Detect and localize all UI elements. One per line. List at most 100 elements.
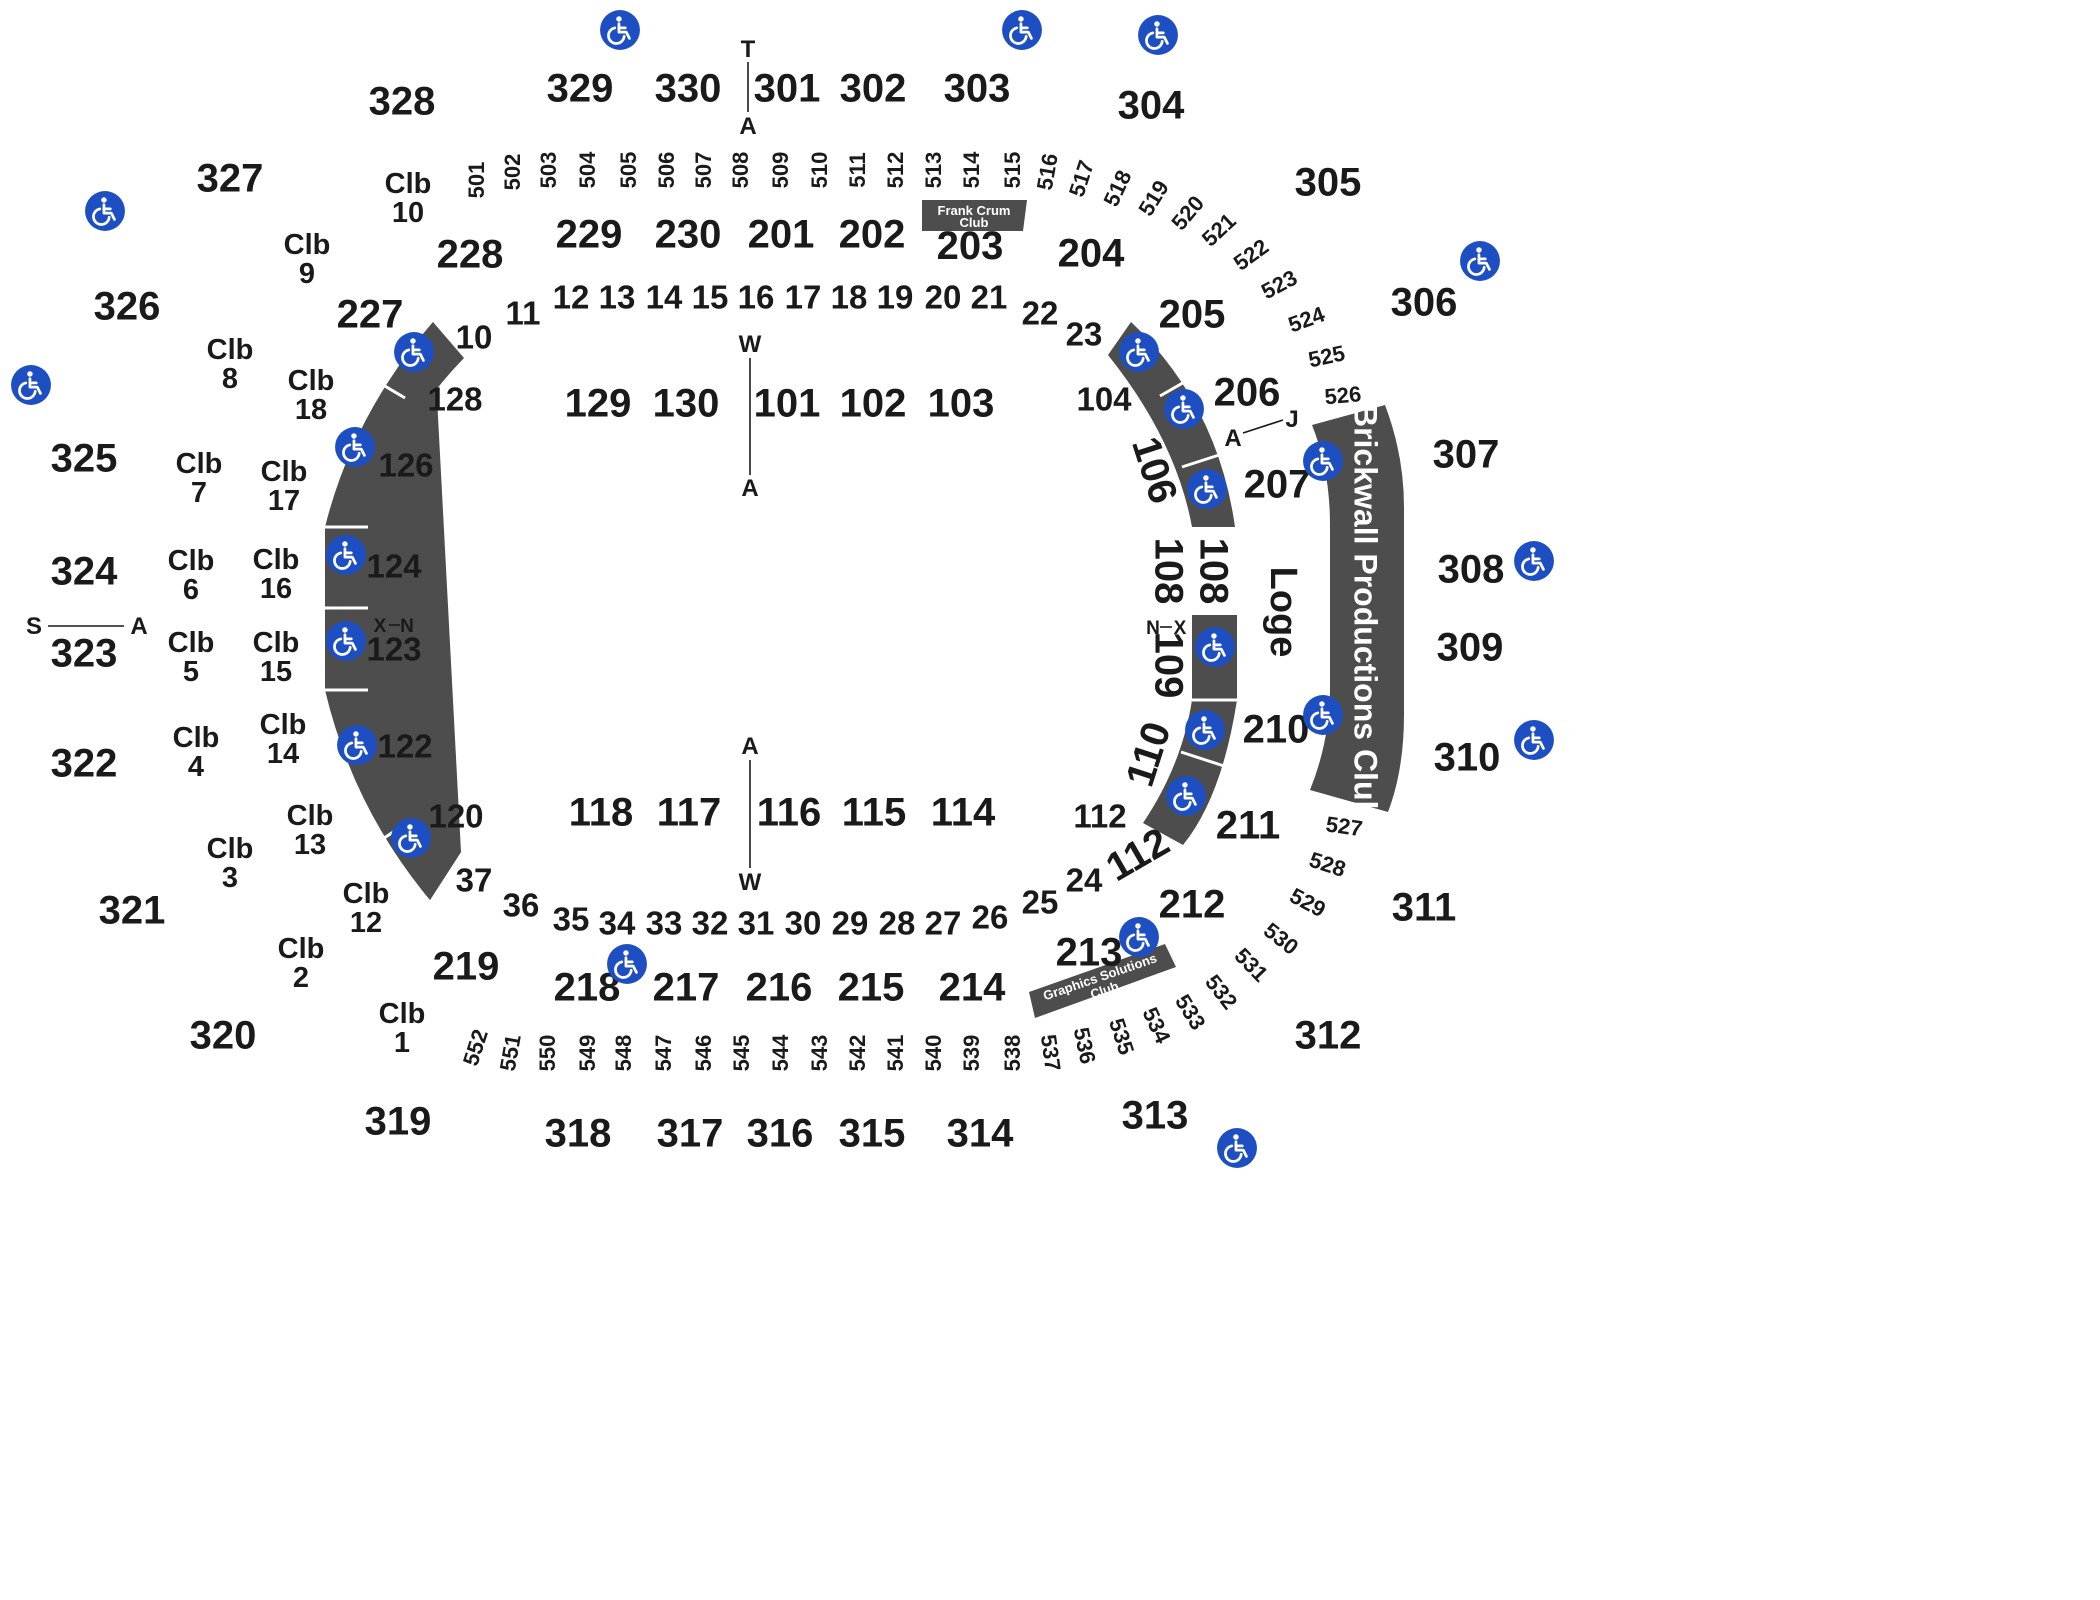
section-302[interactable]: 302 [840,67,907,111]
section-308[interactable]: 308 [1438,548,1505,592]
section-205[interactable]: 205 [1159,293,1226,337]
club-box-1-prefix[interactable]: Clb [379,998,426,1030]
section-306[interactable]: 306 [1391,281,1458,325]
section-103[interactable]: 103 [928,382,995,426]
section-115[interactable]: 115 [842,791,907,835]
row-11[interactable]: 11 [506,295,541,332]
section-307[interactable]: 307 [1433,433,1500,477]
section-501[interactable]: 501 [464,162,489,199]
club-box-16-number[interactable]: 16 [260,573,292,605]
section-540[interactable]: 540 [921,1035,946,1072]
section-549[interactable]: 549 [575,1035,600,1072]
section-118[interactable]: 118 [569,791,634,835]
section-552[interactable]: 552 [458,1026,493,1069]
section-508[interactable]: 508 [728,152,753,189]
section-310[interactable]: 310 [1434,736,1501,780]
club-box-5-number[interactable]: 5 [183,656,199,688]
club-box-9-number[interactable]: 9 [299,258,315,290]
club-box-10-prefix[interactable]: Clb [385,168,432,200]
row-35[interactable]: 35 [553,901,590,938]
club-box-6-number[interactable]: 6 [183,574,199,606]
section-109[interactable]: 109 [1146,632,1190,699]
club-box-16-prefix[interactable]: Clb [253,544,300,576]
row-25[interactable]: 25 [1022,884,1059,921]
club-box-3-prefix[interactable]: Clb [207,833,254,865]
section-303[interactable]: 303 [944,67,1011,111]
section-320[interactable]: 320 [190,1014,257,1058]
section-532[interactable]: 532 [1200,970,1242,1014]
section-542[interactable]: 542 [845,1035,870,1072]
row-28[interactable]: 28 [879,905,916,942]
club-box-3-number[interactable]: 3 [222,862,238,894]
row-13[interactable]: 13 [599,279,636,316]
section-515[interactable]: 515 [1000,152,1025,189]
section-504[interactable]: 504 [575,151,600,188]
section-323[interactable]: 323 [51,632,118,676]
section-526[interactable]: 526 [1323,381,1362,409]
row-21[interactable]: 21 [971,279,1008,316]
section-328[interactable]: 328 [369,80,436,124]
section-533[interactable]: 533 [1170,990,1211,1034]
section-227[interactable]: 227 [337,293,404,337]
section-330[interactable]: 330 [655,67,722,111]
section-212[interactable]: 212 [1159,883,1226,927]
club-box-4-number[interactable]: 4 [188,751,204,783]
club-box-1-number[interactable]: 1 [394,1027,410,1059]
club-box-17-number[interactable]: 17 [268,485,300,517]
club-box-7-number[interactable]: 7 [191,477,207,509]
club-box-2-prefix[interactable]: Clb [278,933,325,965]
section-326[interactable]: 326 [94,285,161,329]
section-505[interactable]: 505 [616,152,641,189]
section-545[interactable]: 545 [729,1035,754,1072]
section-522[interactable]: 522 [1229,234,1273,276]
club-box-7-prefix[interactable]: Clb [176,448,223,480]
row-12[interactable]: 12 [553,279,590,316]
section-518[interactable]: 518 [1098,166,1136,210]
club-box-9-prefix[interactable]: Clb [284,229,331,261]
club-box-18-number[interactable]: 18 [295,394,327,426]
club-box-12-number[interactable]: 12 [350,907,382,939]
row-19[interactable]: 19 [877,279,914,316]
club-box-15-prefix[interactable]: Clb [253,627,300,659]
section-510[interactable]: 510 [807,152,832,189]
section-544[interactable]: 544 [768,1034,793,1071]
section-550[interactable]: 550 [535,1035,560,1072]
section-201[interactable]: 201 [748,213,815,257]
section-217[interactable]: 217 [653,966,720,1010]
section-213[interactable]: 213 [1056,931,1123,975]
row-23[interactable]: 23 [1066,316,1103,353]
section-534[interactable]: 534 [1137,1003,1175,1048]
section-546[interactable]: 546 [691,1035,716,1072]
row-31[interactable]: 31 [738,905,775,942]
section-524[interactable]: 524 [1285,301,1329,337]
section-229[interactable]: 229 [556,213,623,257]
section-210[interactable]: 210 [1243,708,1310,752]
section-126[interactable]: 126 [378,447,433,484]
club-box-4-prefix[interactable]: Clb [173,722,220,754]
section-506[interactable]: 506 [654,152,679,189]
section-317[interactable]: 317 [657,1112,724,1156]
section-519[interactable]: 519 [1133,176,1174,220]
section-114[interactable]: 114 [931,791,996,835]
section-512[interactable]: 512 [883,152,908,189]
club-box-18-prefix[interactable]: Clb [288,365,335,397]
club-box-12-prefix[interactable]: Clb [343,878,390,910]
section-509[interactable]: 509 [768,152,793,189]
section-327[interactable]: 327 [197,157,264,201]
section-530[interactable]: 530 [1259,918,1303,960]
section-523[interactable]: 523 [1257,265,1301,304]
section-537[interactable]: 537 [1036,1033,1066,1073]
section-525[interactable]: 525 [1306,340,1347,372]
section-112[interactable]: 112 [1073,798,1126,835]
section-104[interactable]: 104 [1076,381,1132,418]
club-box-6-prefix[interactable]: Clb [168,545,215,577]
section-116[interactable]: 116 [757,791,822,835]
section-507[interactable]: 507 [691,152,716,189]
section-206[interactable]: 206 [1214,371,1281,415]
section-313[interactable]: 313 [1122,1094,1189,1138]
section-516[interactable]: 516 [1032,151,1063,192]
section-503[interactable]: 503 [536,152,561,189]
section-204[interactable]: 204 [1058,232,1125,276]
section-301[interactable]: 301 [754,67,821,111]
club-box-8-number[interactable]: 8 [222,363,238,395]
